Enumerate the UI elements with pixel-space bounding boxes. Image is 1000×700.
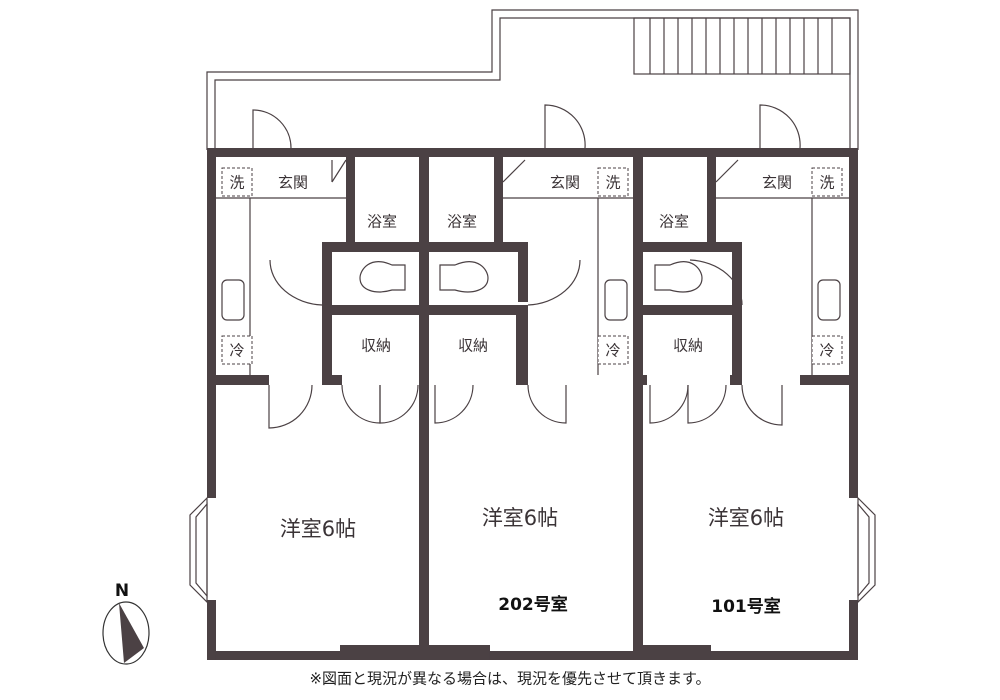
washer-label: 洗 bbox=[229, 174, 244, 192]
disclaimer-note: ※図面と現況が異なる場合は、現況を優先させて頂きます。 bbox=[309, 670, 710, 688]
staircase bbox=[633, 17, 851, 75]
fridge-label: 冷 bbox=[819, 342, 834, 360]
room-label: 洋室6帖 bbox=[280, 517, 356, 541]
entrance-label: 玄関 bbox=[278, 174, 308, 192]
north-compass-icon: N bbox=[102, 581, 150, 665]
bath-label: 浴室 bbox=[659, 213, 689, 231]
room-label: 洋室6帖 bbox=[708, 506, 784, 530]
bath-label: 浴室 bbox=[367, 213, 397, 231]
entrance-label: 玄関 bbox=[762, 174, 792, 192]
entrance-label: 玄関 bbox=[550, 174, 580, 192]
room-label: 洋室6帖 bbox=[482, 506, 558, 530]
unit-number-101: 101号室 bbox=[711, 596, 781, 617]
fridge-label: 冷 bbox=[605, 342, 620, 360]
appliance-boxes bbox=[221, 167, 843, 365]
fridge-label: 冷 bbox=[229, 342, 244, 360]
north-label: N bbox=[115, 581, 129, 601]
unit-number-202: 202号室 bbox=[498, 594, 568, 615]
washer-label: 洗 bbox=[605, 174, 620, 192]
storage-label: 収納 bbox=[673, 337, 703, 355]
windows-bottom bbox=[215, 651, 850, 660]
washer-label: 洗 bbox=[819, 174, 834, 192]
walls bbox=[207, 148, 858, 660]
storage-label: 収納 bbox=[458, 337, 488, 355]
bath-label: 浴室 bbox=[447, 213, 477, 231]
storage-label: 収納 bbox=[361, 337, 391, 355]
bay-window-right bbox=[857, 496, 876, 604]
bay-window-left bbox=[189, 496, 208, 604]
